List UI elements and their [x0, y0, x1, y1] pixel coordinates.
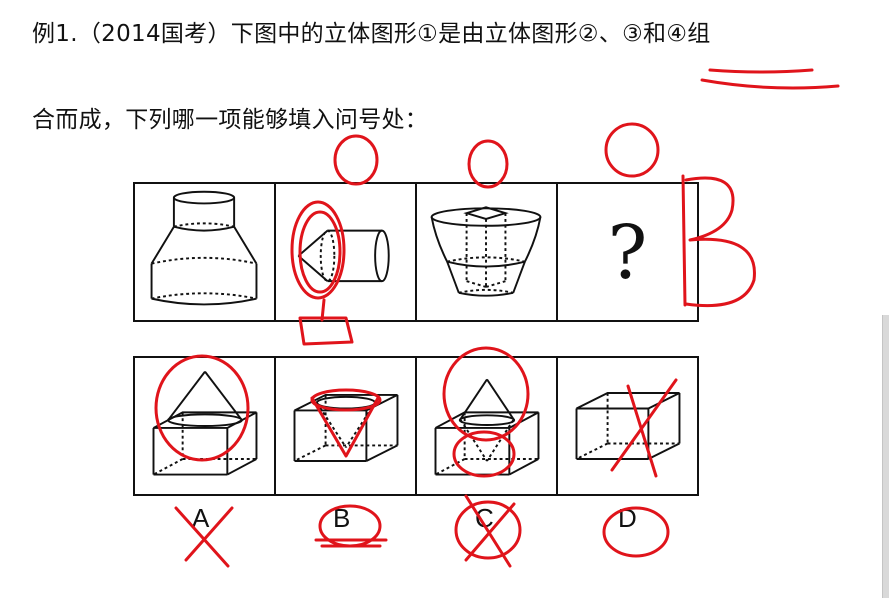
option-b-figure[interactable] [276, 358, 417, 494]
cone-in-cube-figure [293, 393, 399, 462]
circle-number-2 [333, 134, 379, 186]
cone-on-cylinder-side-figure [297, 229, 390, 283]
underline-tail [700, 78, 840, 90]
option-c-label[interactable]: C [475, 503, 494, 533]
question-mark: ? [607, 210, 648, 296]
figure-1-cell [135, 184, 276, 320]
circle-number-4 [604, 122, 660, 178]
option-a-figure[interactable] [135, 358, 276, 494]
option-c-figure[interactable] [417, 358, 558, 494]
circle-number-3 [467, 139, 509, 189]
plain-cube-figure [575, 392, 681, 460]
cone-on-cube-figure [152, 371, 258, 476]
scrollbar[interactable] [882, 315, 889, 598]
figure-4-cell: ? [558, 184, 697, 320]
figure-3-cell [417, 184, 558, 320]
option-d-figure[interactable] [558, 358, 697, 494]
underline-stroke [708, 68, 814, 74]
cone-on-cube-with-inner-cone-figure [434, 378, 540, 476]
underline-label-b [314, 538, 388, 548]
question-line-2: 合而成，下列哪一项能够填入问号处： [32, 107, 429, 133]
cube-in-frustum-figure [430, 206, 542, 297]
option-d-label[interactable]: D [618, 503, 637, 533]
option-a-label[interactable]: A [192, 503, 210, 533]
question-line-1: 例1.（2014国考）下图中的立体图形①是由立体图形②、③和④组 [32, 21, 711, 47]
option-row [133, 356, 699, 496]
cylinder-on-frustum-figure [150, 190, 258, 306]
figure-2-cell [276, 184, 417, 320]
option-b-label[interactable]: B [333, 503, 351, 533]
figure-row: ? [133, 182, 699, 322]
